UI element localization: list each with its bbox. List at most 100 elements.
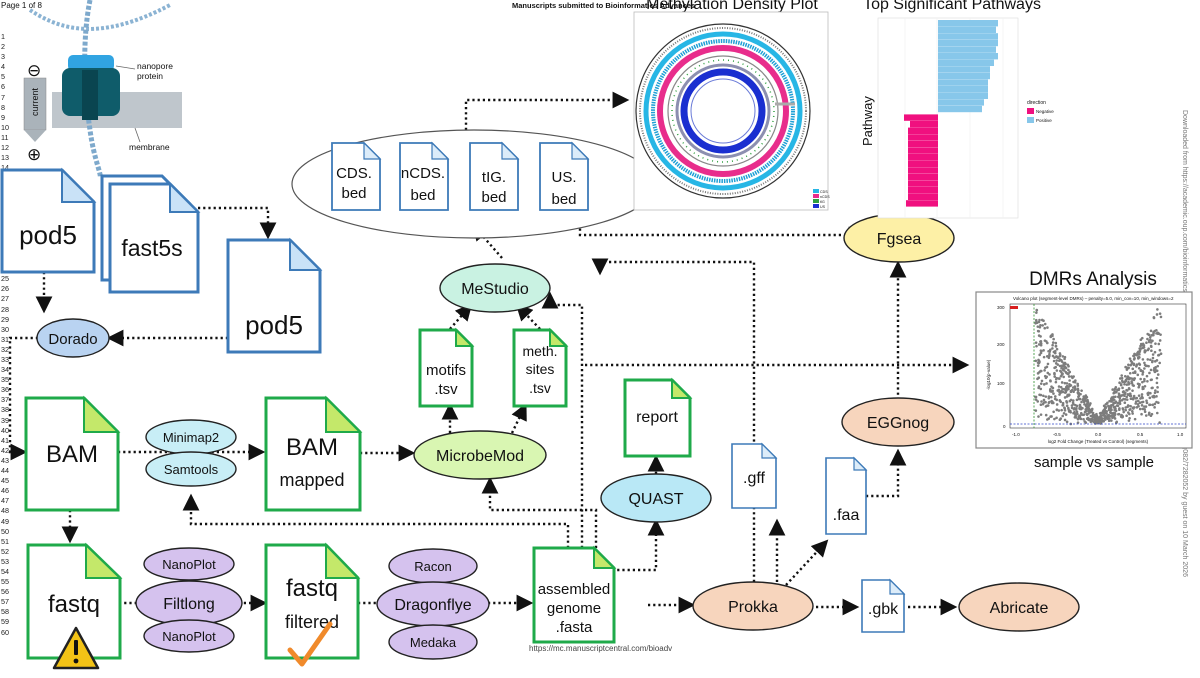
volcano-point xyxy=(1042,355,1046,359)
volcano-point xyxy=(1129,407,1132,411)
volcano-point xyxy=(1141,387,1145,391)
pathway-bar-negative xyxy=(910,121,938,128)
tig-bed-label-2: bed xyxy=(481,189,506,206)
line-number: 42 xyxy=(1,445,9,455)
quast-node xyxy=(600,473,712,523)
pathway-bar-positive xyxy=(938,53,998,60)
volcano-point xyxy=(1055,376,1059,380)
volcano-point xyxy=(1155,411,1159,415)
volcano-point xyxy=(1137,394,1141,397)
volcano-point xyxy=(1052,410,1055,414)
volcano-point xyxy=(1126,393,1130,397)
volcano-point xyxy=(1136,351,1139,355)
volcano-point xyxy=(1042,398,1046,402)
arrow-microbemod-meth xyxy=(510,402,527,434)
volcano-point xyxy=(1145,341,1148,345)
methylation-legend: CDS nCDS tIG US xyxy=(813,189,830,209)
volcano-point xyxy=(1040,369,1043,373)
volcano-point xyxy=(1153,366,1156,370)
volcano-point xyxy=(1067,368,1070,372)
volcano-point xyxy=(1055,359,1059,362)
volcano-point xyxy=(1120,379,1124,383)
line-number: 29 xyxy=(1,314,9,324)
line-number: 9 xyxy=(1,112,5,122)
volcano-point xyxy=(1039,340,1042,343)
line-number: 60 xyxy=(1,627,9,637)
eggnog-node xyxy=(841,397,955,447)
pathway-bar-positive xyxy=(938,79,988,86)
volcano-yticks: 300 200 100 0 xyxy=(997,305,1006,429)
volcano-point xyxy=(1103,415,1106,418)
volcano-point xyxy=(1056,389,1060,392)
volcano-point xyxy=(1145,401,1149,405)
line-number: 54 xyxy=(1,566,9,576)
volcano-point xyxy=(1156,364,1160,368)
line-number: 49 xyxy=(1,516,9,526)
volcano-point xyxy=(1136,382,1140,386)
volcano-point xyxy=(1128,357,1132,360)
volcano-point xyxy=(1139,377,1142,381)
volcano-point xyxy=(1064,413,1068,416)
line-number: 28 xyxy=(1,304,9,314)
pathway-bar-negative xyxy=(908,180,938,187)
volcano-point xyxy=(1055,369,1059,372)
eggnog-label: EGGnog xyxy=(867,415,929,432)
volcano-point xyxy=(1156,353,1160,357)
volcano-point xyxy=(1053,349,1057,353)
abricate-node xyxy=(958,582,1080,632)
volcano-point xyxy=(1080,413,1083,416)
meth-legend-cds: CDS xyxy=(820,190,828,194)
volcano-point xyxy=(1130,362,1134,365)
volcano-point xyxy=(1137,366,1141,370)
volcano-point xyxy=(1147,411,1151,415)
volcano-point xyxy=(1039,324,1042,327)
volcano-point xyxy=(1034,341,1038,344)
volcano-point xyxy=(1055,403,1059,406)
volcano-point xyxy=(1129,394,1133,398)
line-number: 45 xyxy=(1,476,9,486)
volcano-point xyxy=(1036,325,1040,328)
arrow-assembled-microbemod xyxy=(481,476,598,548)
meth-legend-ncds: nCDS xyxy=(820,195,830,199)
volcano-point xyxy=(1063,418,1067,422)
motifs-label-1: motifs xyxy=(426,362,466,379)
volcano-point xyxy=(1075,398,1079,402)
volcano-point xyxy=(1150,378,1153,381)
volcano-point xyxy=(1151,353,1155,356)
volcano-point xyxy=(1051,347,1054,350)
line-number: 14 xyxy=(1,163,9,173)
volcano-point xyxy=(1053,356,1056,359)
volcano-point xyxy=(1128,371,1132,375)
line-number: 37 xyxy=(1,395,9,405)
volcano-point xyxy=(1034,409,1038,412)
volcano-point xyxy=(1154,389,1157,392)
volcano-point xyxy=(1036,400,1040,403)
volcano-point xyxy=(1039,403,1043,407)
volcano-point xyxy=(1151,359,1154,363)
meth-legend-us: US xyxy=(820,205,826,209)
volcano-point xyxy=(1085,406,1089,410)
line-number: 11 xyxy=(1,132,9,142)
volcano-point xyxy=(1071,399,1075,402)
volcano-title: Volcano plot (segment-level DMRs) – pena… xyxy=(1013,296,1174,301)
line-numbers: 1234567891011121314151617181920212223242… xyxy=(1,32,15,638)
cds-bed-label-2: bed xyxy=(341,185,366,202)
line-number: 51 xyxy=(1,536,9,546)
fastq-label: fastq xyxy=(48,591,100,618)
volcano-point xyxy=(1065,420,1069,424)
volcano-point xyxy=(1147,364,1150,368)
volcano-point xyxy=(1133,417,1137,421)
volcano-point xyxy=(1057,377,1061,380)
volcano-point xyxy=(1140,393,1144,396)
arrow-fast5s-pod5 xyxy=(198,206,277,240)
volcano-point xyxy=(1036,377,1039,381)
pod5-right-label: pod5 xyxy=(245,310,303,340)
volcano-point xyxy=(1099,411,1103,415)
arrow-beds-fgsea xyxy=(578,213,866,244)
volcano-point xyxy=(1061,387,1064,391)
volcano-point xyxy=(1061,414,1064,418)
line-number: 6 xyxy=(1,82,5,92)
dmrs-subtitle: sample vs sample xyxy=(1034,454,1154,471)
line-number: 41 xyxy=(1,435,9,445)
